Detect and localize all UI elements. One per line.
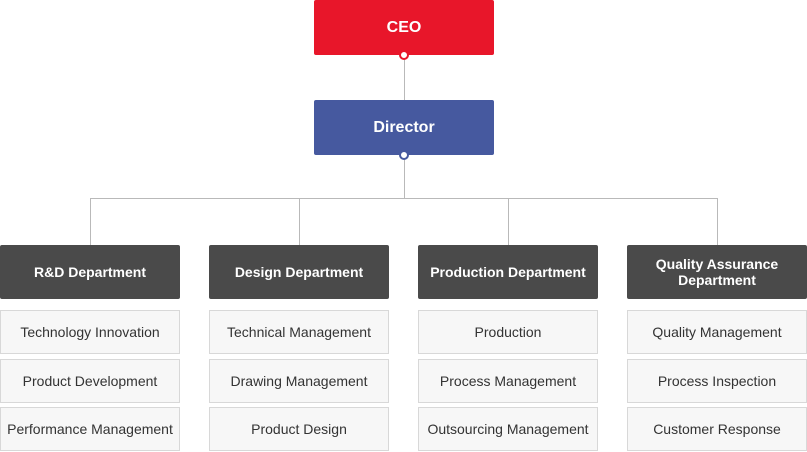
dept-design-item: Technical Management [209, 310, 389, 354]
ceo-box: CEO [314, 0, 494, 55]
dept-rnd-item: Product Development [0, 359, 180, 403]
connector-dept-3 [508, 198, 509, 245]
dept-qa-item: Quality Management [627, 310, 807, 354]
dept-design-item: Product Design [209, 407, 389, 451]
connector-dept-4 [717, 198, 718, 245]
ceo-connector-dot [399, 50, 409, 60]
connector-horizontal [90, 198, 718, 199]
dept-qa-item: Customer Response [627, 407, 807, 451]
dept-production-item: Process Management [418, 359, 598, 403]
dept-production: Production Department [418, 245, 598, 299]
connector-ceo-director [404, 55, 405, 100]
connector-director-down [404, 155, 405, 198]
dept-rnd: R&D Department [0, 245, 180, 299]
dept-qa-item: Process Inspection [627, 359, 807, 403]
dept-rnd-item: Technology Innovation [0, 310, 180, 354]
dept-quality-assurance: Quality Assurance Department [627, 245, 807, 299]
dept-rnd-item: Performance Management [0, 407, 180, 451]
dept-production-item: Production [418, 310, 598, 354]
connector-dept-1 [90, 198, 91, 245]
director-connector-dot [399, 150, 409, 160]
director-box: Director [314, 100, 494, 155]
dept-design-item: Drawing Management [209, 359, 389, 403]
connector-dept-2 [299, 198, 300, 245]
dept-design: Design Department [209, 245, 389, 299]
dept-production-item: Outsourcing Management [418, 407, 598, 451]
